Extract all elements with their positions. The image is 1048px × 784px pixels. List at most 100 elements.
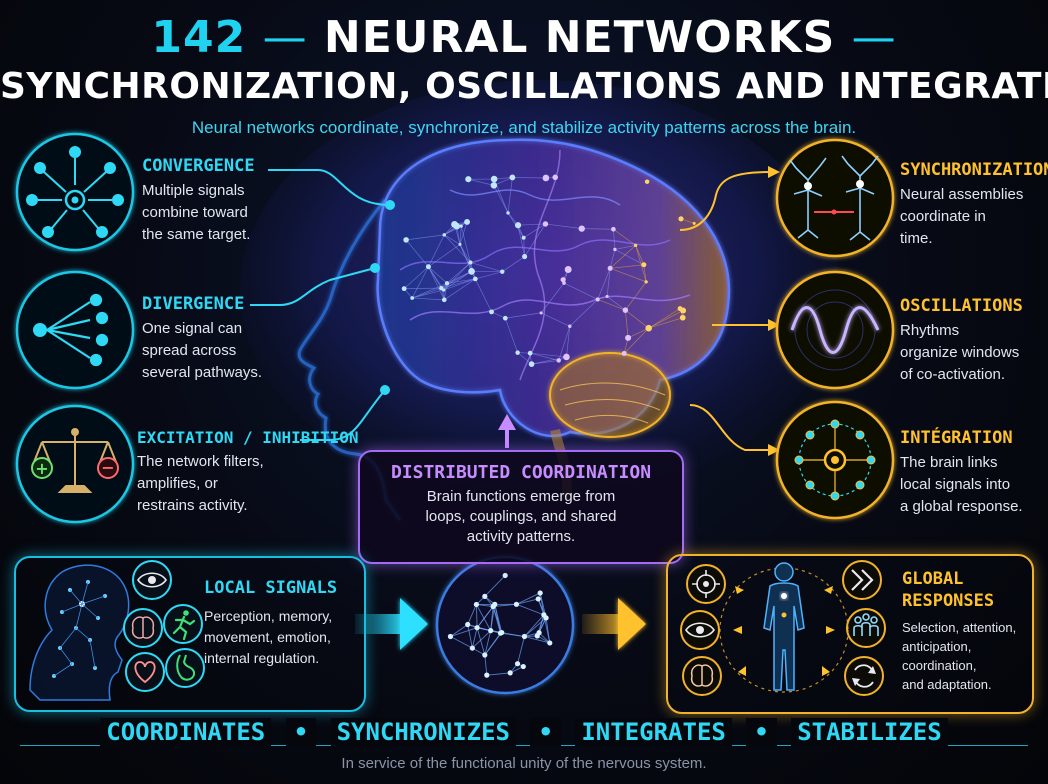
brain-node <box>506 211 510 215</box>
brain-node <box>564 266 572 273</box>
sphere-node <box>447 633 454 640</box>
description-line: local signals into <box>900 476 1011 493</box>
sphere-node <box>535 596 541 602</box>
divergence-description: One signal can spread across several pat… <box>142 318 262 384</box>
convergence-block: CONVERGENCE Multiple signals combine tow… <box>142 156 255 246</box>
brain-node <box>679 314 686 321</box>
integration-title: INTÉGRATION <box>900 428 1013 448</box>
title-dash-left: — <box>262 12 308 63</box>
brain-node <box>645 324 652 332</box>
brain-icon <box>682 656 722 696</box>
cycle-icon <box>844 656 884 696</box>
description-line: amplifies, or <box>137 475 218 492</box>
brain-node <box>556 358 561 363</box>
keyword-bullet: • <box>746 718 777 746</box>
brain-node <box>560 277 566 283</box>
brain-network-nodes <box>401 174 696 367</box>
target-icon <box>686 564 726 604</box>
arrow-center-to-global <box>582 598 646 650</box>
global-responses-box <box>666 554 1034 714</box>
description-line: combine toward <box>142 204 248 221</box>
brain-node <box>621 351 627 356</box>
synchronization-description: Neural assemblies coordinate in time. <box>900 184 1048 250</box>
excitation-inhibition-description: The network filters, amplifies, or restr… <box>137 451 359 517</box>
global-responses-title: GLOBAL RESPONSES <box>902 568 1016 612</box>
brain-node <box>692 221 696 225</box>
eye-icon <box>680 610 720 650</box>
keyword-integrates: INTEGRATES <box>575 718 732 746</box>
divergence-icon <box>15 270 135 390</box>
footer-tagline: In service of the functional unity of th… <box>341 755 707 772</box>
convergence-description: Multiple signals combine toward the same… <box>142 180 255 246</box>
brain-node <box>468 260 473 265</box>
brain-node <box>472 276 478 282</box>
brain-node <box>490 182 498 189</box>
title-dash-right: — <box>851 12 897 63</box>
title-number: 142 <box>151 12 247 63</box>
brain-node <box>442 233 447 237</box>
brain-node <box>641 262 647 268</box>
description-line: The brain links <box>900 454 998 471</box>
network-sphere-icon <box>435 555 575 695</box>
description-line: organize windows <box>900 344 1020 361</box>
up-arrow <box>498 414 516 448</box>
arrow-local-to-center <box>355 598 428 650</box>
sphere-node <box>482 593 488 599</box>
keyword-synchronizes: SYNCHRONIZES <box>330 718 516 746</box>
brain-node <box>521 235 526 240</box>
distributed-coordination-title: DISTRIBUTED COORDINATION <box>390 462 652 483</box>
description-line: anticipation, <box>902 639 972 654</box>
subtitle: Neural networks coordinate, synchronize,… <box>191 118 857 137</box>
sphere-node <box>502 572 508 579</box>
sphere-node <box>497 630 504 636</box>
description-line: loops, couplings, and shared <box>425 508 617 525</box>
sphere-node <box>514 661 521 667</box>
description-line: Selection, attention, <box>902 620 1017 635</box>
brain-node <box>403 237 409 243</box>
excitation-inhibition-block: EXCITATION / INHIBITION The network filt… <box>137 428 359 517</box>
sphere-node <box>465 621 471 628</box>
brain-node <box>552 174 558 181</box>
brain-node <box>468 267 475 275</box>
brain-node <box>451 220 458 228</box>
group-icon <box>846 608 886 648</box>
svg-text:+: + <box>35 459 48 478</box>
brain-node <box>680 307 687 314</box>
brain-node <box>500 269 505 274</box>
distributed-coordination-box: DISTRIBUTED COORDINATION Brain functions… <box>358 450 684 564</box>
description-line: of co-activation. <box>900 366 1006 383</box>
brain-node <box>490 175 498 183</box>
brain-node <box>542 221 549 227</box>
sphere-node <box>474 625 480 631</box>
integration-block: INTÉGRATION The brain links local signal… <box>900 428 1023 518</box>
brain-illustration <box>240 80 840 521</box>
description-line: spread across <box>142 342 237 359</box>
local-signals-description: Perception, memory, movement, emotion, i… <box>204 606 337 669</box>
description-line: Perception, memory, <box>204 608 333 624</box>
network-hub-icon <box>775 400 895 520</box>
chevrons-icon <box>842 560 882 600</box>
convergence-title: CONVERGENCE <box>142 156 255 176</box>
brain-node <box>425 264 431 270</box>
brain-node <box>607 265 613 271</box>
title-line: RESPONSES <box>902 591 995 611</box>
global-responses-text: GLOBAL RESPONSES Selection, attention, a… <box>902 568 1016 694</box>
local-signals-title: LOCAL SIGNALS <box>204 578 338 598</box>
stomach-icon <box>165 648 205 688</box>
convergence-icon <box>15 132 135 252</box>
brain-node <box>678 216 684 222</box>
running-person-icon <box>163 604 203 644</box>
brain-node <box>622 307 629 313</box>
footer-keywords: COORDINATES • SYNCHRONIZES • INTEGRATES … <box>0 718 1048 746</box>
description-line: Neural assemblies <box>900 186 1024 203</box>
local-signals-text: LOCAL SIGNALS Perception, memory, moveme… <box>204 578 337 669</box>
excitation-inhibition-title: EXCITATION / INHIBITION <box>137 428 359 447</box>
sphere-node <box>484 672 490 678</box>
right-connectors <box>679 166 780 456</box>
brain-node <box>464 218 471 225</box>
brain-node <box>458 242 462 246</box>
oscillations-title: OSCILLATIONS <box>900 296 1023 316</box>
sphere-node <box>521 633 528 640</box>
brain-node <box>605 294 609 299</box>
